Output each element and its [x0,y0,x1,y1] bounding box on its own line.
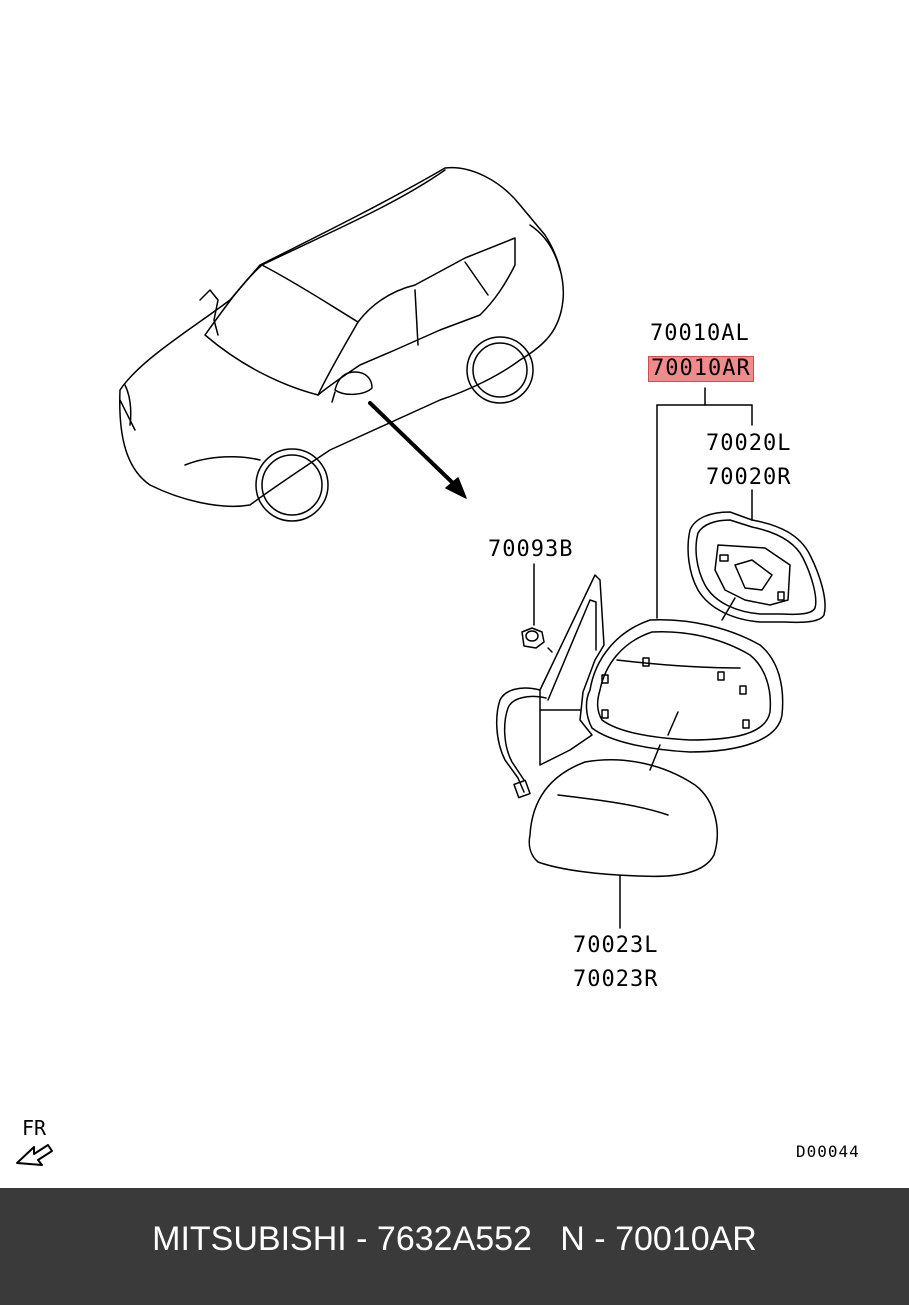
footer-part-info: MITSUBISHI - 7632A552 N - 70010AR [152,1220,757,1258]
label-glass-r: 70020R [706,465,792,490]
diagram-drawing [16,166,826,1166]
label-assembly-l: 70010AL [650,321,750,346]
label-cover-r: 70023R [573,967,659,992]
callout-lines [533,387,753,929]
diagram-code: D00044 [796,1142,860,1161]
mirror-cover [528,759,718,878]
nut [521,627,553,653]
front-indicator-label: FR [22,1116,47,1140]
label-glass-l: 70020L [706,431,792,456]
mirror-housing [585,618,784,771]
mirror-glass [687,511,826,624]
parts-diagram: 70010AL 70010AR 70020L 70020R 70093B 700… [16,166,860,1166]
label-nut: 70093B [488,537,574,562]
pointer-arrow [368,401,467,499]
label-cover-l: 70023L [573,933,659,958]
mirror-base [495,574,605,799]
label-assembly-r-highlighted: 70010AR [648,356,754,382]
vehicle-illustration [119,166,565,522]
footer-bar: MITSUBISHI - 7632A552 N - 70010AR [0,1188,909,1305]
fr-arrow-icon [16,1144,53,1166]
